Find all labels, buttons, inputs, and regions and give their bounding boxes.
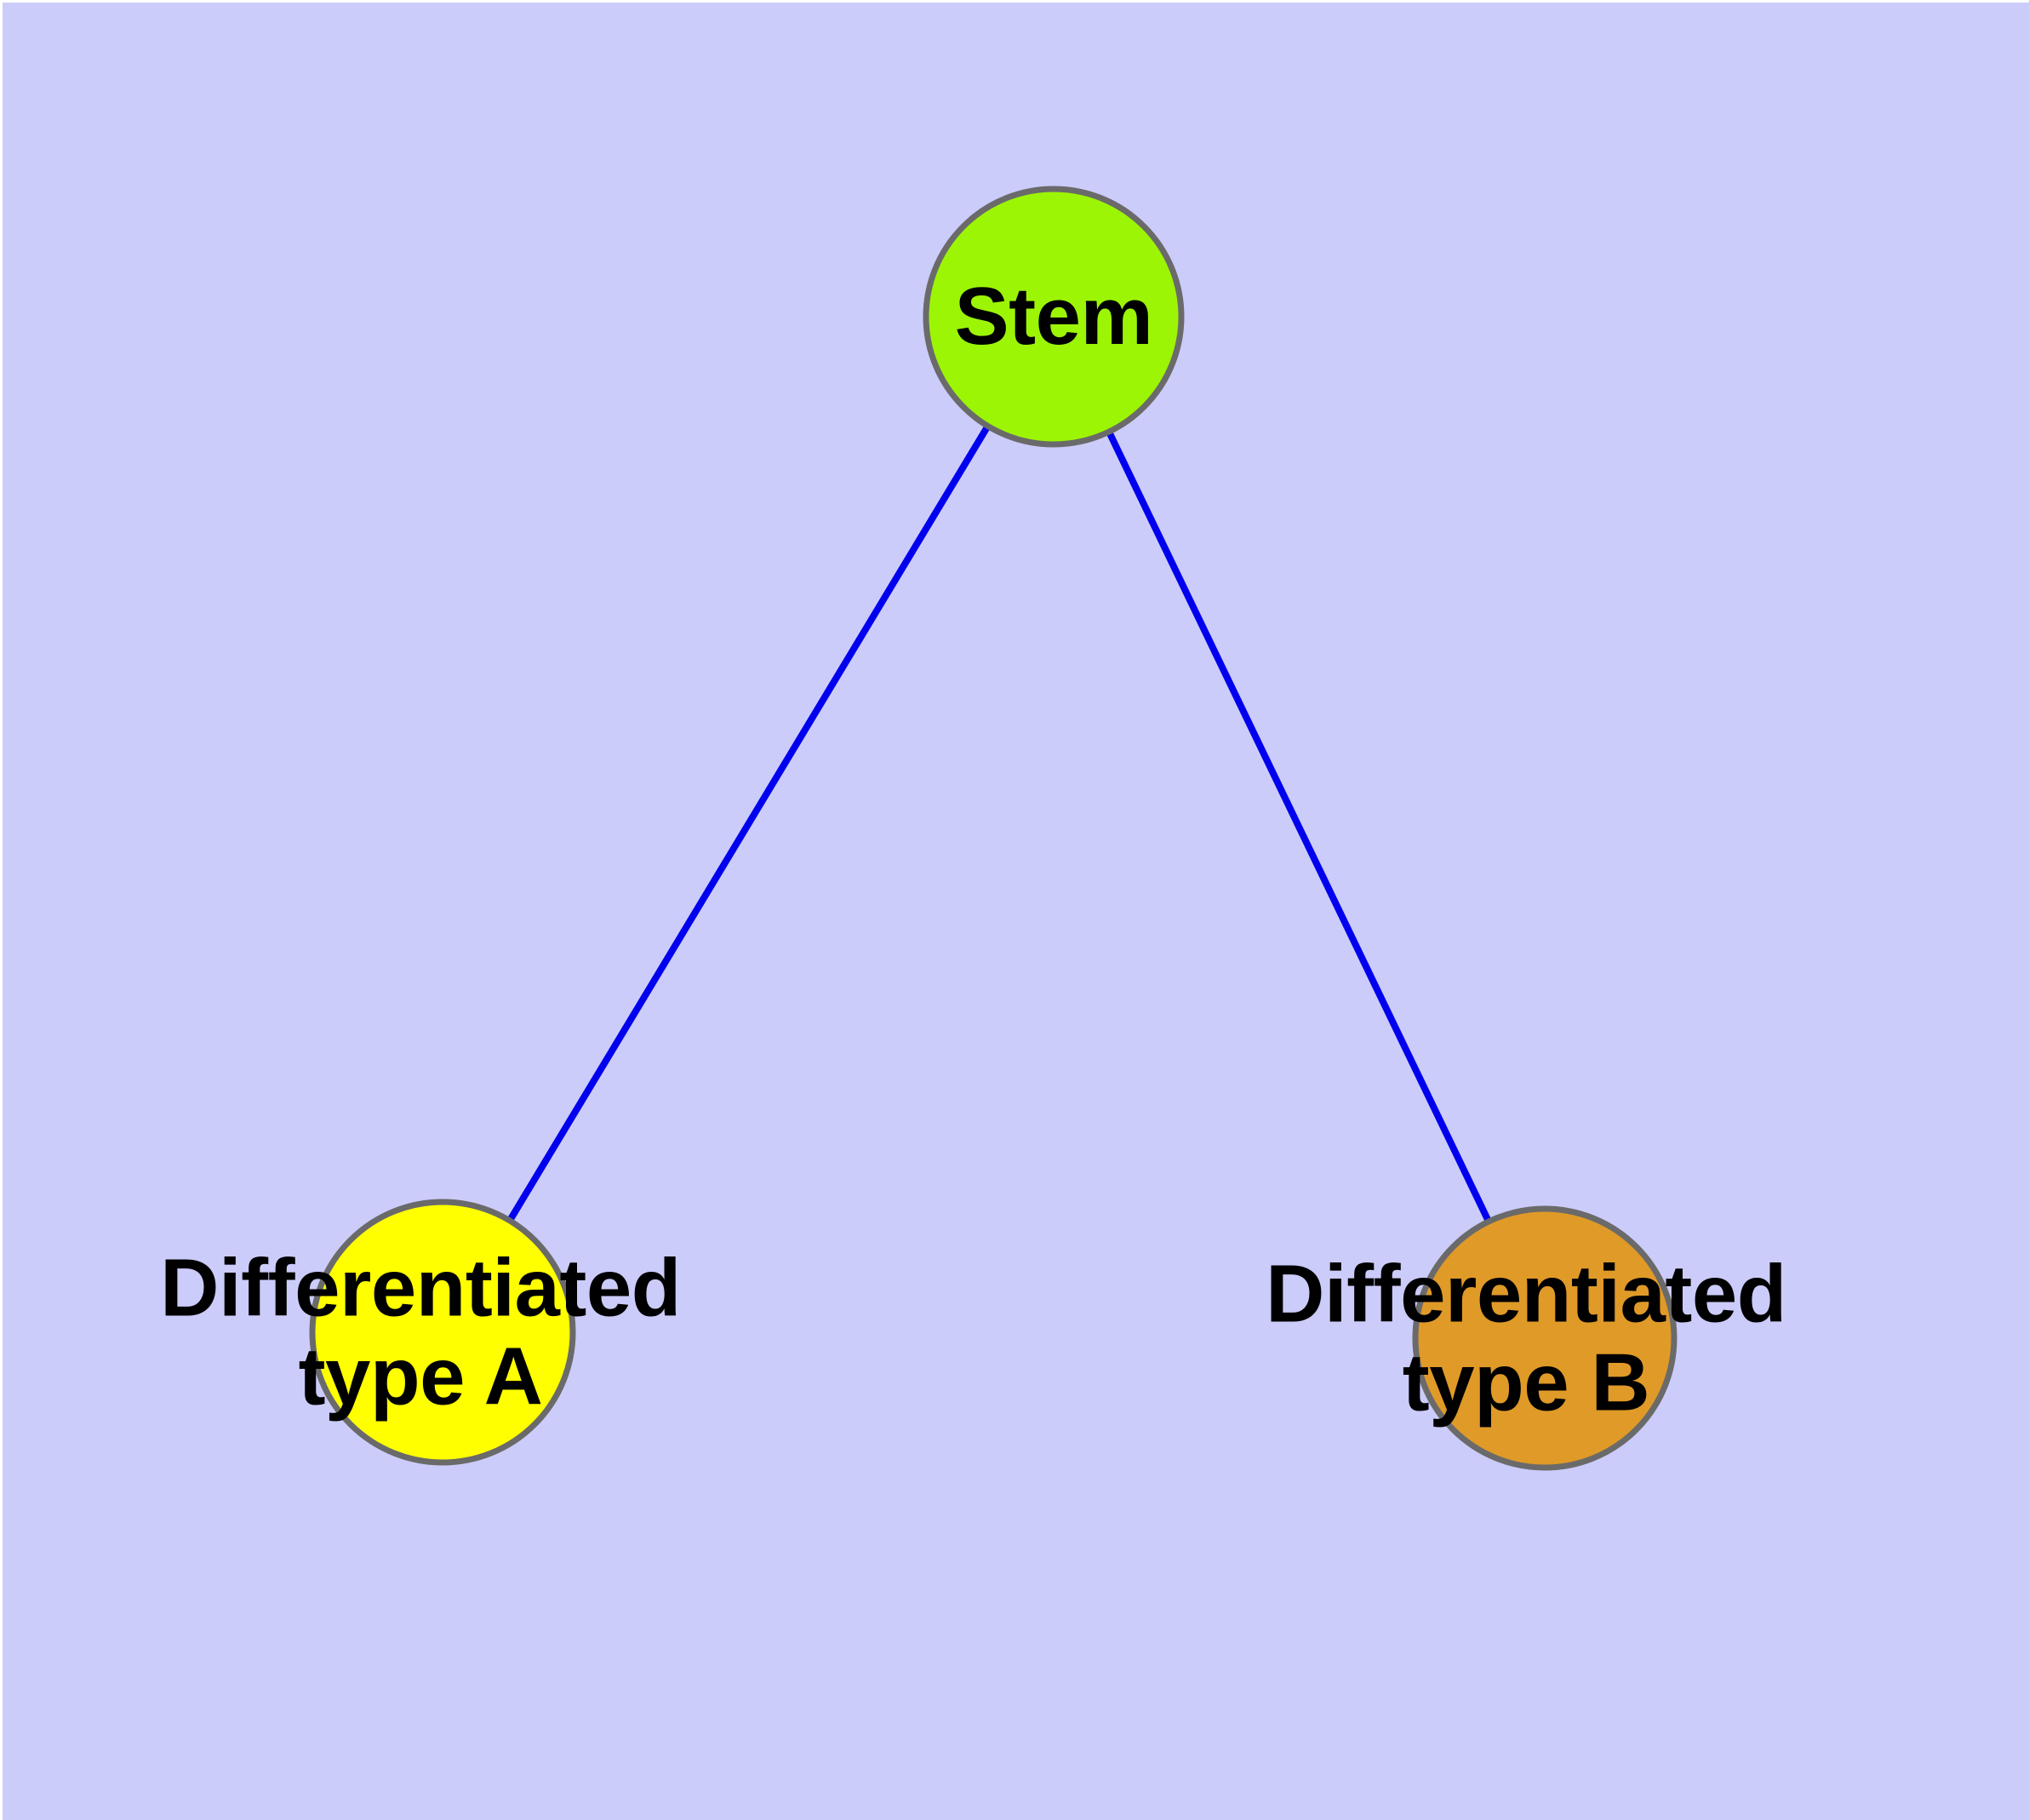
graph-edge-stem-to-a — [439, 314, 1057, 1335]
graph-node-diff_b[interactable] — [1412, 1205, 1677, 1471]
graph-node-stem[interactable] — [923, 186, 1185, 448]
edges-layer — [439, 314, 1548, 1340]
graph-edge-stem-to-b — [1050, 315, 1548, 1340]
graph-node-diff_a[interactable] — [309, 1199, 576, 1466]
nodes-layer — [309, 186, 1677, 1471]
